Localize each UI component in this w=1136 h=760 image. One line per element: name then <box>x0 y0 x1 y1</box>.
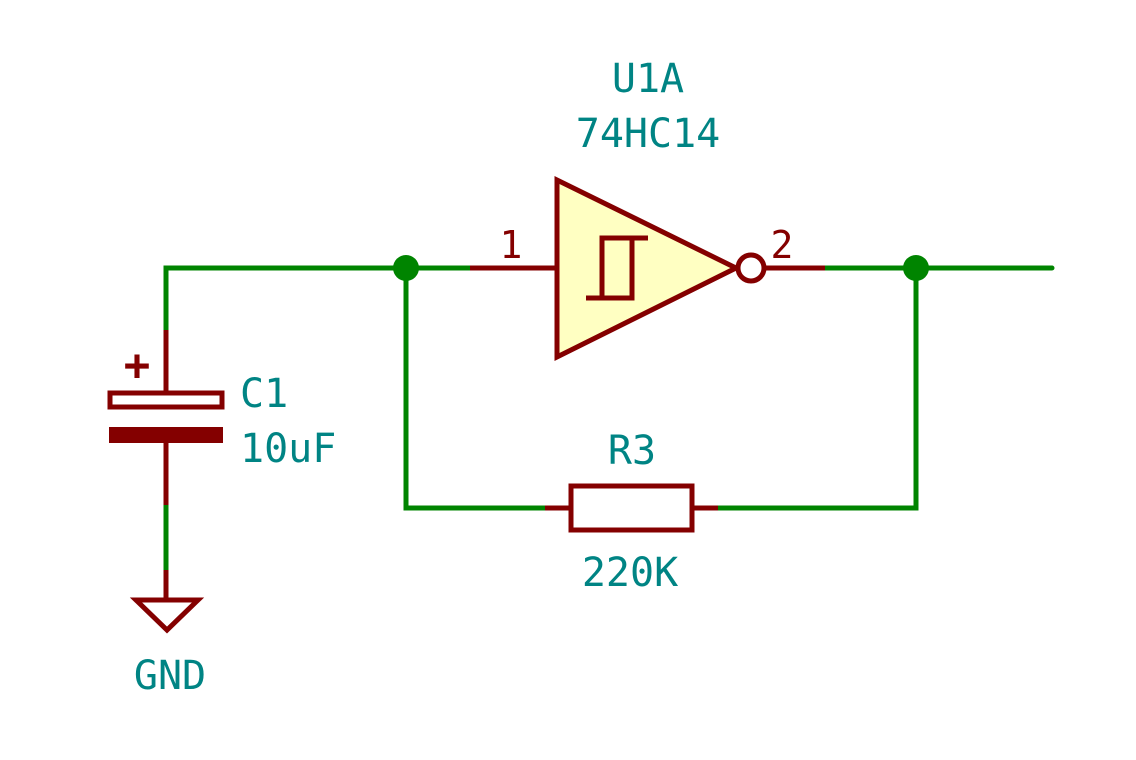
inverter-triangle <box>554 175 742 362</box>
c1-reference: C1 <box>240 371 288 417</box>
wire-feedback-left[interactable] <box>403 265 548 511</box>
pin-1-number: 1 <box>500 223 523 267</box>
schmitt-symbol-left <box>599 235 632 298</box>
c1-positive-plate <box>107 390 225 410</box>
r3-reference: R3 <box>608 428 656 474</box>
c1-value: 10uF <box>240 426 336 472</box>
gnd-symbol[interactable]: GND <box>129 570 206 699</box>
resistor-r3[interactable]: R3 220K <box>545 428 718 596</box>
wire-cap-top[interactable] <box>163 265 473 333</box>
r3-body <box>568 483 695 533</box>
junction-input <box>393 255 419 281</box>
wire-feedback-right[interactable] <box>715 265 919 511</box>
capacitor-c1[interactable]: + C1 10uF <box>107 330 336 505</box>
c1-negative-plate <box>109 427 223 443</box>
pin-2-number: 2 <box>771 223 794 267</box>
r3-value: 220K <box>582 550 678 596</box>
gnd-label: GND <box>134 653 206 699</box>
wires <box>163 265 1055 573</box>
c1-polarity: + <box>124 340 151 391</box>
schmitt-symbol <box>586 235 648 301</box>
junction-output <box>903 255 929 281</box>
gnd-triangle-icon <box>129 597 205 634</box>
u1-reference: U1A <box>612 56 684 102</box>
inverter-u1a[interactable]: U1A 74HC14 1 2 <box>470 56 825 362</box>
u1-value: 74HC14 <box>576 111 721 157</box>
inverter-bubble <box>735 252 767 284</box>
